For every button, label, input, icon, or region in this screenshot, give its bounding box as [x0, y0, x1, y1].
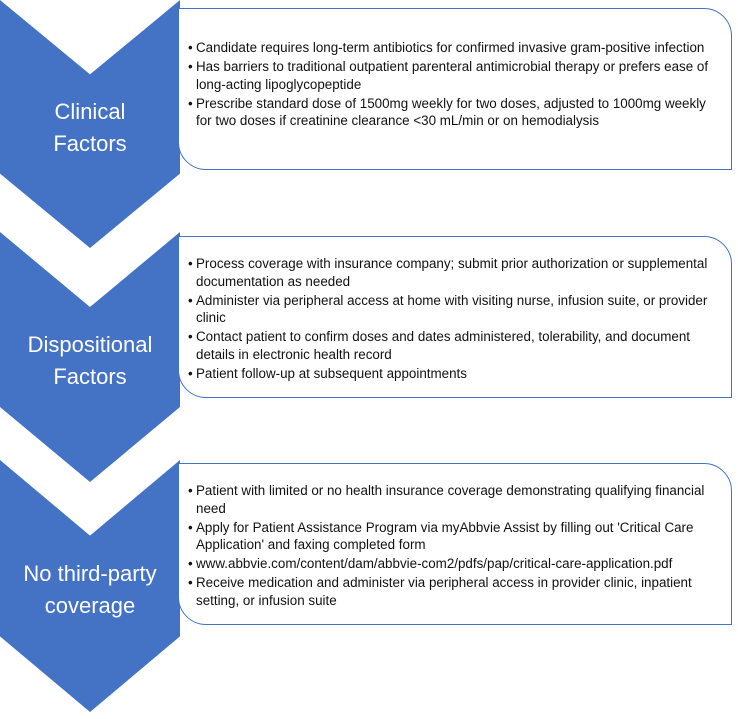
- chevron-label: Clinical Factors: [53, 99, 127, 156]
- bullet-item: Patient follow-up at subsequent appointm…: [188, 365, 719, 383]
- chevron-dispositional-factors: Dispositional Factors: [0, 232, 180, 482]
- chevron-no-third-party-coverage: No third-party coverage: [0, 460, 180, 712]
- bullet-item: Contact patient to confirm doses and dat…: [188, 328, 719, 363]
- bullet-item: Candidate requires long-term antibiotics…: [188, 39, 719, 57]
- bullet-list: Patient with limited or no health insura…: [188, 482, 719, 609]
- bullet-item: Has barriers to traditional outpatient p…: [188, 58, 719, 93]
- bullet-item: Patient with limited or no health insura…: [188, 482, 719, 517]
- bullet-item: www.abbvie.com/content/dam/abbvie-com2/p…: [188, 555, 719, 573]
- bullet-item: Process coverage with insurance company;…: [188, 255, 719, 290]
- card-dispositional-factors: Process coverage with insurance company;…: [178, 236, 732, 398]
- bullet-item: Administer via peripheral access at home…: [188, 292, 719, 327]
- chevron-label: No third-party coverage: [23, 561, 157, 618]
- chevron-label: Dispositional Factors: [27, 332, 153, 389]
- chevron-clinical-factors: Clinical Factors: [0, 0, 180, 248]
- card-clinical-factors: Candidate requires long-term antibiotics…: [178, 8, 732, 170]
- bullet-item: Receive medication and administer via pe…: [188, 574, 719, 609]
- bullet-list: Process coverage with insurance company;…: [188, 255, 719, 383]
- card-no-third-party-coverage: Patient with limited or no health insura…: [178, 463, 732, 625]
- bullet-list: Candidate requires long-term antibiotics…: [188, 39, 719, 130]
- bullet-item: Apply for Patient Assistance Program via…: [188, 519, 719, 554]
- bullet-item: Prescribe standard dose of 1500mg weekly…: [188, 95, 719, 130]
